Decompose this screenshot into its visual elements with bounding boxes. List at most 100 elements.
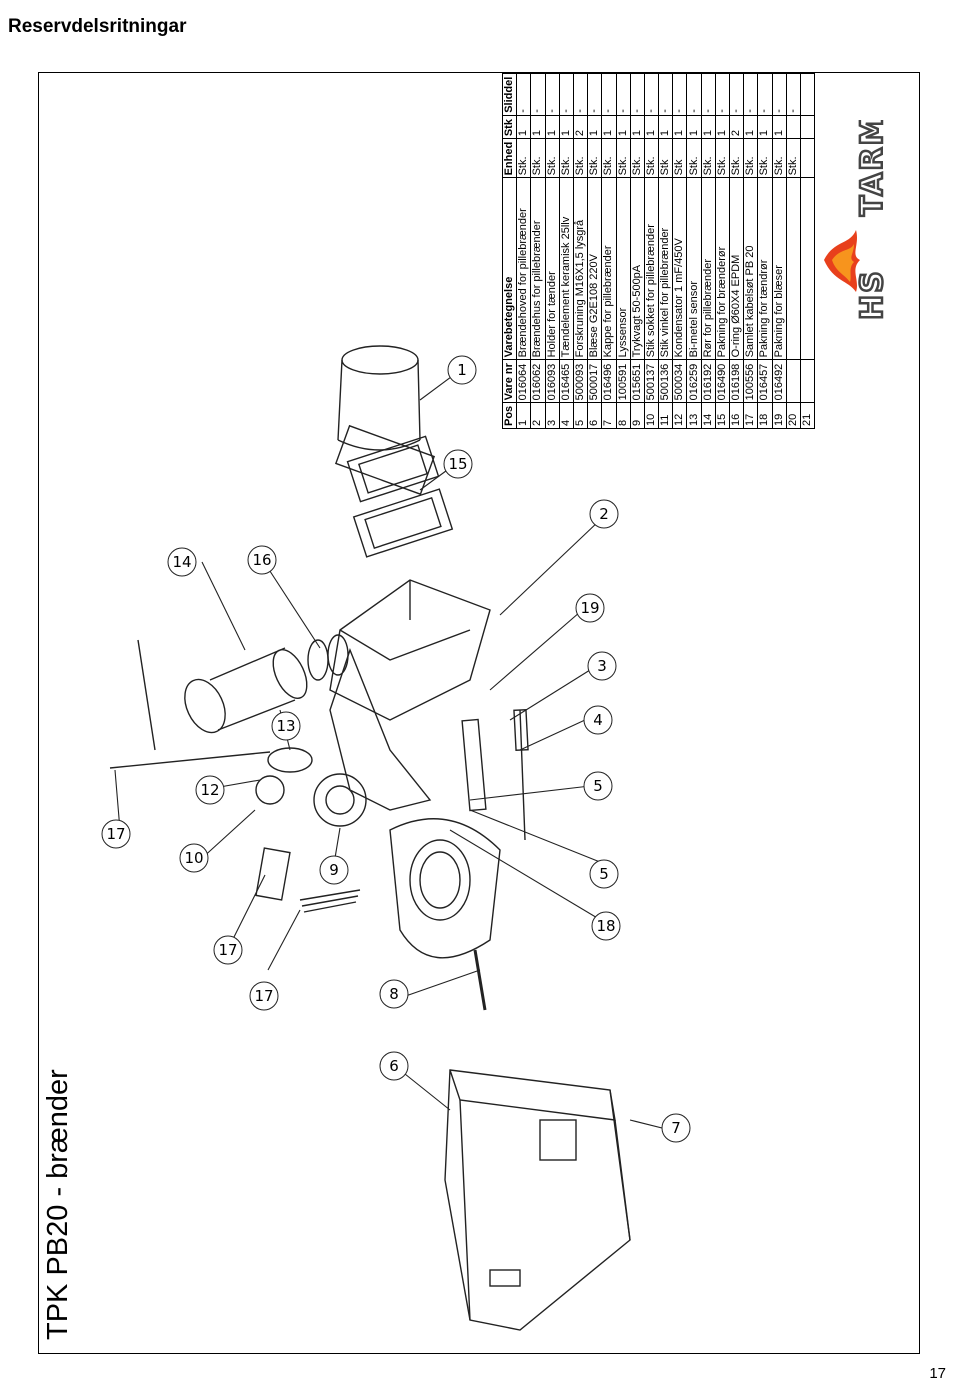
cell-stk: 1 [772,115,787,139]
part-igniter-element [519,709,526,841]
svg-text:18: 18 [596,917,615,935]
svg-text:4: 4 [593,711,603,729]
logo-text-tarm: TARM [855,120,890,216]
svg-text:10: 10 [184,849,203,867]
leader-lines [114,373,671,1131]
part-light-sensor [473,949,487,1011]
logo-wordmark: HS TARM [854,120,892,321]
svg-text:5: 5 [593,777,603,795]
cell-sliddel: - [786,73,801,116]
cell-sliddel: - [644,73,659,116]
svg-text:9: 9 [329,861,339,879]
part-sensor-rod [109,639,271,769]
part-socket [255,775,285,805]
cell-stk: 1 [672,115,687,139]
callout-19: 19 [575,593,605,623]
cell-stk: 1 [587,115,602,139]
header-stk: Stk [502,115,517,139]
cell-enhed: Stk. [757,138,773,178]
part-cable-set [299,889,361,913]
cell-enhed: Stk [672,138,687,178]
svg-text:17: 17 [218,941,237,959]
cell-enhed [800,138,815,178]
callout-15: 15 [443,449,473,479]
callout-13: 13 [271,711,301,741]
svg-text:1: 1 [457,361,467,379]
cell-enhed: Stk. [701,138,716,178]
cell-stk: 1 [530,115,546,139]
svg-text:14: 14 [172,553,191,571]
cell-enhed: Stk. [644,138,659,178]
part-flange-plate [352,488,454,558]
part-cable-connector [255,847,291,901]
drawing-title: TPK PB20 - brænder [42,1069,74,1340]
cell-sliddel: - [559,73,574,116]
part-fan [389,818,501,959]
svg-text:17: 17 [106,825,125,843]
part-igniter-holder [461,718,487,812]
cell-enhed: Stk. [587,138,602,178]
svg-text:15: 15 [448,455,467,473]
cell-stk: 1 [545,115,560,139]
cell-sliddel: - [545,73,560,116]
callout-8: 8 [379,979,409,1009]
cell-enhed: Stk. [715,138,730,178]
cell-sliddel: - [757,73,773,116]
cell-sliddel: - [516,73,531,116]
cell-sliddel: - [701,73,716,116]
cell-enhed: Stk. [545,138,560,178]
part-burner-housing [329,579,491,811]
cell-stk: 1 [743,115,758,139]
cell-stk: 1 [516,115,531,139]
cell-sliddel: - [672,73,687,116]
cell-sliddel: - [743,73,758,116]
cell-stk: 1 [658,115,673,139]
part-o-ring-16 [307,639,329,681]
callout-14: 14 [167,547,197,577]
part-burner-head [334,345,436,496]
cell-enhed: Stk [658,138,673,178]
part-burner-tube [184,647,308,734]
svg-text:3: 3 [597,657,607,675]
callout-17-a: 17 [213,935,243,965]
cell-sliddel: - [772,73,787,116]
part-capacitor [267,747,313,773]
callout-18: 18 [591,911,621,941]
cell-sliddel: - [587,73,602,116]
part-casing [444,1069,631,1331]
cell-enhed: Stk. [516,138,531,178]
cell-enhed: Stk. [559,138,574,178]
cell-stk: 1 [601,115,616,139]
cell-stk: 1 [616,115,631,139]
header-enhed: Enhed [502,138,517,178]
cell-stk: 1 [559,115,574,139]
cell-sliddel: - [658,73,673,116]
cell-enhed: Stk. [786,138,801,178]
cell-sliddel: - [630,73,645,116]
cell-enhed: Stk. [630,138,645,178]
cell-stk: 1 [715,115,730,139]
cell-sliddel: - [686,73,702,116]
callout-1: 1 [447,355,477,385]
cell-sliddel: - [715,73,730,116]
callout-12: 12 [195,775,225,805]
exploded-parts-drawing: 1 15 2 19 3 4 5 14 16 13 12 10 9 5 18 17… [101,345,691,1331]
cell-stk: 1 [644,115,659,139]
cell-stk: 2 [573,115,588,139]
part-pressure-switch [313,773,367,827]
page-number: 17 [929,1365,946,1382]
cell-stk: 1 [701,115,716,139]
cell-sliddel [800,73,815,116]
svg-text:12: 12 [200,781,219,799]
callout-5-bottom: 5 [589,859,619,889]
cell-stk: 1 [630,115,645,139]
svg-text:16: 16 [252,551,271,569]
cell-sliddel: - [601,73,616,116]
callout-7: 7 [661,1113,691,1143]
cell-enhed: Stk. [743,138,758,178]
svg-text:6: 6 [389,1057,399,1075]
svg-text:8: 8 [389,985,399,1003]
cell-stk [786,115,801,139]
cell-stk: 2 [729,115,744,139]
callout-17-b: 17 [249,981,279,1011]
